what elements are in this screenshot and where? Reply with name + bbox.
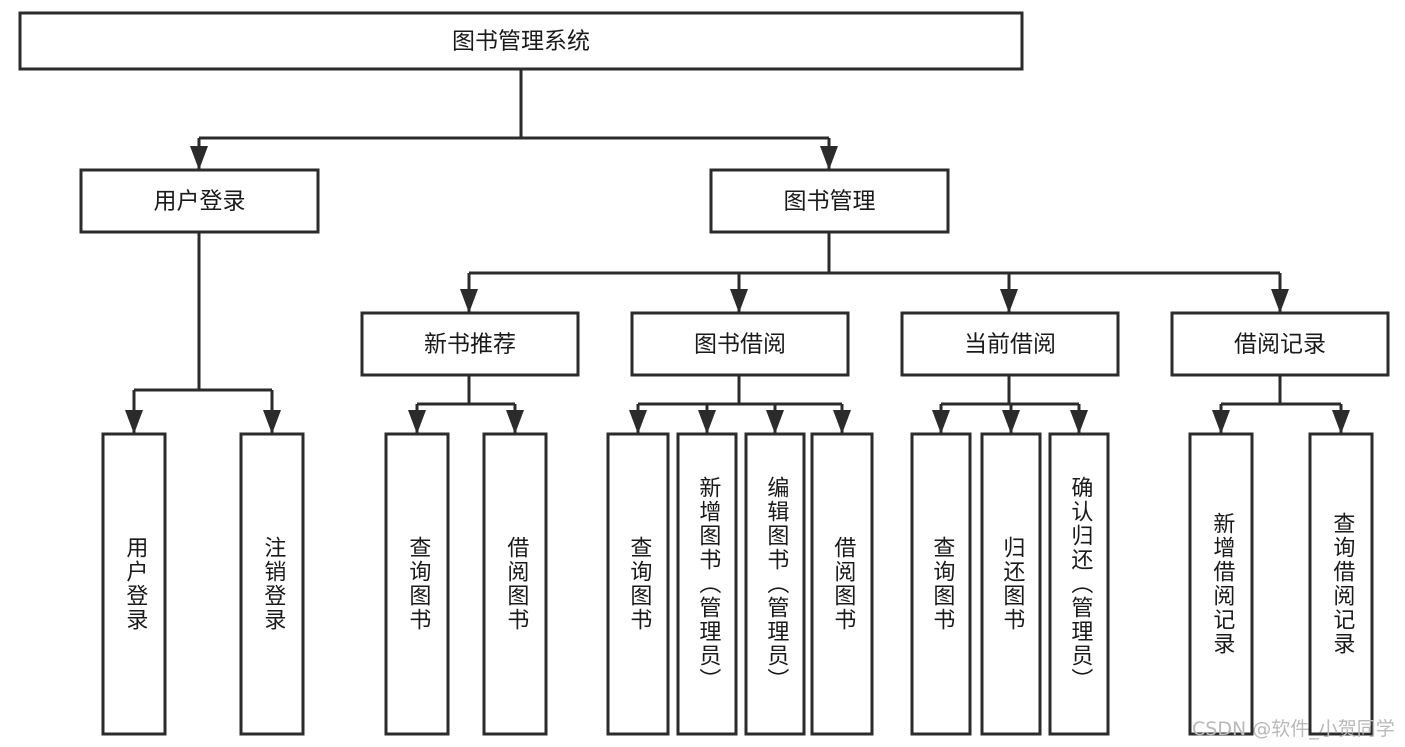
node-leaf-3[interactable] (482, 432, 548, 736)
arrow-head-icon (125, 410, 143, 434)
arrow-head-icon (932, 410, 950, 434)
node-level3-1[interactable] (630, 311, 850, 377)
arrow-head-icon (1000, 289, 1018, 313)
node-level3-0[interactable] (360, 311, 580, 377)
node-level3-0-label: 新书推荐 (424, 332, 516, 358)
node-leaf-8[interactable] (910, 432, 972, 736)
arrow-head-icon (263, 410, 281, 434)
arrow-head-icon (408, 410, 426, 434)
arrow-head-icon (506, 410, 524, 434)
arrow-head-icon (1070, 410, 1088, 434)
arrow-head-icon (1212, 410, 1230, 434)
arrow-head-icon (698, 410, 716, 434)
node-level2-0-label: 用户登录 (154, 189, 246, 215)
node-level3-1-label: 图书借阅 (694, 332, 786, 358)
arrow-head-icon (1002, 410, 1020, 434)
watermark: CSDN @软件_小贺同学 (1192, 718, 1395, 740)
arrow-head-icon (1271, 289, 1289, 313)
arrow-head-icon (460, 289, 478, 313)
boxes-layer (18, 11, 1390, 736)
node-root-label: 图书管理系统 (452, 29, 590, 55)
arrow-head-icon (1332, 410, 1350, 434)
node-leaf-7[interactable] (810, 432, 874, 736)
node-leaf-12[interactable] (1308, 432, 1374, 736)
node-level2-0[interactable] (79, 168, 320, 234)
node-leaf-10[interactable] (1048, 432, 1110, 736)
node-level3-2[interactable] (900, 311, 1120, 377)
node-leaf-11[interactable] (1188, 432, 1254, 736)
node-level3-2-label: 当前借阅 (964, 332, 1056, 358)
arrow-head-icon (730, 289, 748, 313)
node-leaf-1[interactable] (239, 432, 305, 736)
node-level2-1[interactable] (709, 168, 950, 234)
node-level3-3[interactable] (1170, 311, 1390, 377)
node-root[interactable] (18, 11, 1024, 71)
node-leaf-6[interactable] (744, 432, 806, 736)
node-level2-1-label: 图书管理 (784, 189, 876, 215)
node-leaf-2[interactable] (384, 432, 450, 736)
node-leaf-0[interactable] (101, 432, 167, 736)
node-level3-3-label: 借阅记录 (1234, 332, 1326, 358)
arrow-head-icon (629, 410, 647, 434)
node-leaf-4[interactable] (606, 432, 670, 736)
arrow-head-icon (833, 410, 851, 434)
arrow-head-icon (190, 146, 208, 170)
arrow-head-icon (820, 146, 838, 170)
node-leaf-5[interactable] (676, 432, 738, 736)
node-leaf-9[interactable] (980, 432, 1042, 736)
connectors-layer (125, 69, 1350, 434)
arrow-head-icon (766, 410, 784, 434)
